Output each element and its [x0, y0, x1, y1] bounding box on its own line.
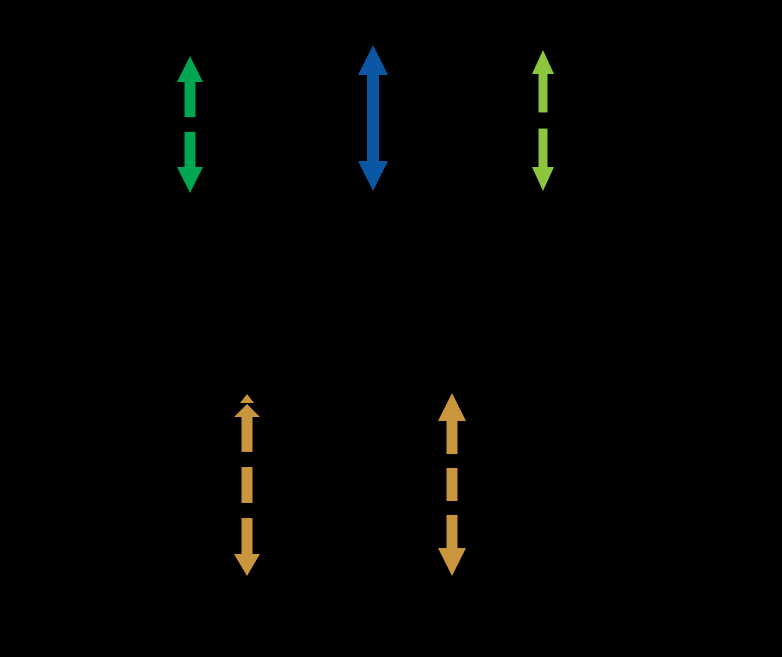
- arrow-shaft: [367, 75, 379, 161]
- arrow-shaft-dash: [446, 514, 458, 548]
- arrow-shaft-dash: [184, 131, 196, 167]
- arrowhead-bottom: [532, 167, 554, 191]
- arrow-shaft-dash: [241, 518, 253, 554]
- arrowhead-top-main: [234, 404, 260, 417]
- arrowhead-top-tip: [240, 394, 254, 403]
- arrow-shaft-dash: [446, 467, 458, 502]
- arrowhead-bottom: [234, 554, 260, 576]
- arrowhead-top: [358, 45, 388, 75]
- arrow-shaft-dash: [184, 82, 196, 118]
- gold-dashed-double-arrow-layered-head: [234, 394, 260, 576]
- arrowhead-bottom: [177, 167, 203, 193]
- arrowhead-bottom: [358, 161, 388, 191]
- arrow-shaft-dash: [538, 74, 548, 113]
- blue-solid-double-arrow: [358, 45, 388, 191]
- arrow-shaft-dash: [241, 467, 253, 503]
- light-green-dashed-double-arrow: [532, 50, 554, 191]
- arrows-layer: [177, 45, 554, 576]
- arrowhead-top: [532, 50, 554, 74]
- arrowhead-bottom: [438, 548, 466, 576]
- arrow-shaft-dash: [446, 421, 458, 455]
- arrowhead-top: [177, 56, 203, 82]
- arrowhead-top: [438, 393, 466, 421]
- green-dashed-double-arrow: [177, 56, 203, 193]
- gold-dashed-double-arrow: [438, 393, 466, 576]
- arrow-shaft-dash: [538, 128, 548, 167]
- arrow-shaft-dash: [241, 416, 253, 452]
